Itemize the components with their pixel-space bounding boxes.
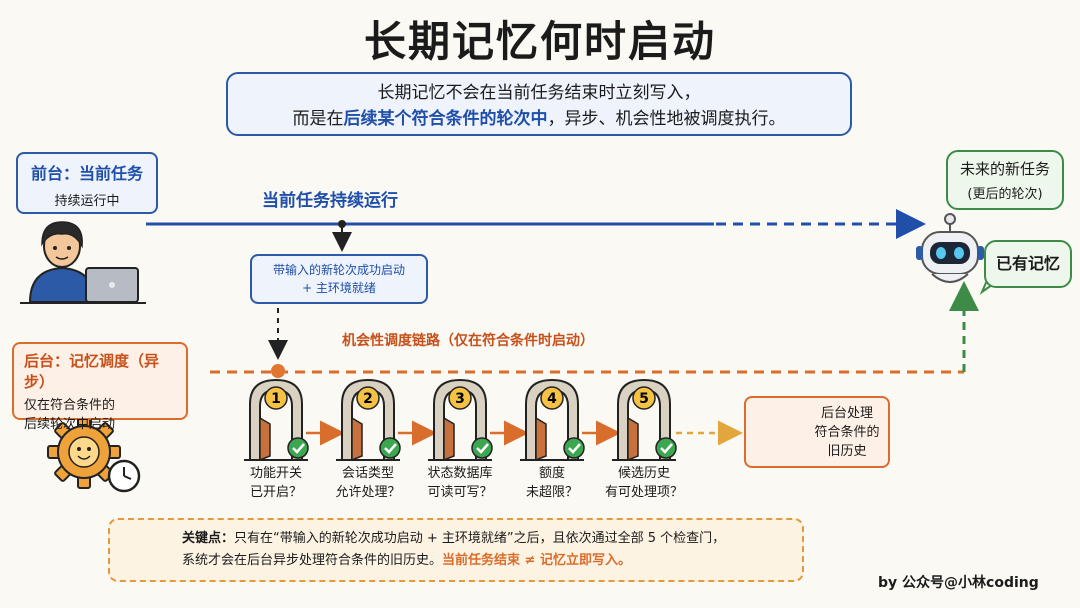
key-point-highlight: 当前任务结束 ≠ 记忆立即写入。 [442, 553, 631, 568]
gate-caption-line-2: 已开启？ [249, 485, 302, 500]
result-text: 后台处理 符合条件的 旧历史 [804, 404, 890, 461]
result-line-3: 旧历史 [827, 444, 867, 459]
gate-number: 3 [455, 391, 465, 407]
trigger-line-2: + 主环境就绪 [302, 281, 376, 295]
future-task-box: 未来的新任务 (更后的轮次) [946, 150, 1064, 210]
gate-caption-line-1: 状态数据库 [427, 466, 493, 481]
background-title: 后台：记忆调度（异步） [24, 352, 160, 391]
check-icon [379, 437, 401, 459]
gate-number: 2 [363, 391, 373, 407]
check-icon [563, 437, 585, 459]
subtitle-line-2: 而是在后续某个符合条件的轮次中，异步、机会性地被调度执行。 [292, 109, 786, 129]
foreground-status: 持续运行中 [54, 194, 120, 209]
background-desc: 仅在符合条件的 后续轮次中启动 [24, 396, 176, 434]
gate-1: 1 [244, 378, 309, 462]
gate-caption: 功能开关已开启？ [221, 464, 331, 502]
key-point-text-2: 系统才会在后台异步处理符合条件的旧历史。 [182, 553, 443, 568]
gate-caption-line-2: 未超限？ [525, 485, 578, 500]
check-icon [287, 437, 309, 459]
gate-number: 5 [639, 391, 649, 407]
background-box: 后台：记忆调度（异步） 仅在符合条件的 后续轮次中启动 [12, 342, 188, 432]
gate-4: 4 [520, 378, 585, 462]
trigger-box: 带输入的新轮次成功启动 + 主环境就绪 [250, 254, 428, 304]
main-line-label: 当前任务持续运行 [262, 191, 398, 211]
gate-number-badge [356, 386, 380, 410]
gate-caption: 会话类型允许处理？ [313, 464, 423, 502]
person-laptop-icon [20, 221, 146, 304]
gate-number-badge [264, 386, 288, 410]
page-title: 长期记忆何时启动 [363, 17, 716, 66]
gate-caption-line-2: 允许处理？ [335, 485, 401, 500]
background-desc-line-2: 后续轮次中启动 [24, 417, 116, 432]
gate-caption-line-1: 会话类型 [341, 466, 394, 481]
background-desc-line-1: 仅在符合条件的 [24, 398, 116, 413]
gate-caption: 候选历史有可处理项？ [589, 464, 699, 502]
key-point-text: 关键点：只有在“带输入的新轮次成功启动 + 主环境就绪”之后，且依次通过全部 5… [182, 528, 792, 572]
subtitle-box: 长期记忆不会在当前任务结束时立刻写入， 而是在后续某个符合条件的轮次中，异步、机… [226, 72, 852, 136]
future-subtitle: (更后的轮次) [967, 187, 1043, 202]
schedule-line [210, 364, 964, 378]
foreground-title: 前台：当前任务 [30, 164, 143, 183]
gate-caption-line-1: 候选历史 [617, 466, 670, 481]
key-point-label: 关键点： [182, 531, 235, 546]
gear-clock-icon [47, 415, 141, 493]
result-box: 后台处理 符合条件的 旧历史 [744, 396, 890, 468]
gate-3: 3 [428, 378, 493, 462]
foreground-box: 前台：当前任务 持续运行中 [16, 152, 158, 214]
gate-5: 5 [612, 378, 677, 462]
subtitle-line-1: 长期记忆不会在当前任务结束时立刻写入， [377, 83, 701, 103]
gate-number: 1 [271, 391, 281, 407]
check-icon [471, 437, 493, 459]
gate-2: 2 [336, 378, 401, 462]
credit: by 公众号@小林coding [878, 575, 1039, 591]
result-line-2: 符合条件的 [814, 425, 880, 440]
result-line-1: 后台处理 [820, 406, 873, 421]
trigger-arrow [332, 220, 352, 252]
subtitle-highlight: 后续某个符合条件的轮次中 [343, 109, 548, 129]
gate-number: 4 [547, 391, 557, 407]
gate-caption-line-1: 功能开关 [249, 466, 302, 481]
gate-caption: 状态数据库可读可写？ [405, 464, 515, 502]
gate-caption: 额度未超限？ [497, 464, 607, 502]
gate-caption-line-2: 有可处理项？ [604, 485, 683, 500]
gate-number-badge [632, 386, 656, 410]
robot-memory-bubble: 已有记忆 [984, 240, 1072, 288]
schedule-label: 机会性调度链路（仅在符合条件时启动） [342, 333, 594, 349]
gate-caption-line-2: 可读可写？ [427, 485, 493, 500]
robot-icon [916, 213, 984, 283]
gate-caption-line-1: 额度 [538, 466, 565, 481]
gate-number-badge [540, 386, 564, 410]
future-title: 未来的新任务 [959, 160, 1050, 178]
key-point-box: 关键点：只有在“带输入的新轮次成功启动 + 主环境就绪”之后，且依次通过全部 5… [108, 518, 804, 582]
check-icon [655, 437, 677, 459]
trigger-line-1: 带输入的新轮次成功启动 [272, 263, 405, 277]
gates-layer: 1 2 3 4 5 [244, 378, 677, 462]
gate-number-badge [448, 386, 472, 410]
key-point-text-1: 只有在“带输入的新轮次成功启动 + 主环境就绪”之后，且依次通过全部 5 个检查… [234, 531, 726, 546]
